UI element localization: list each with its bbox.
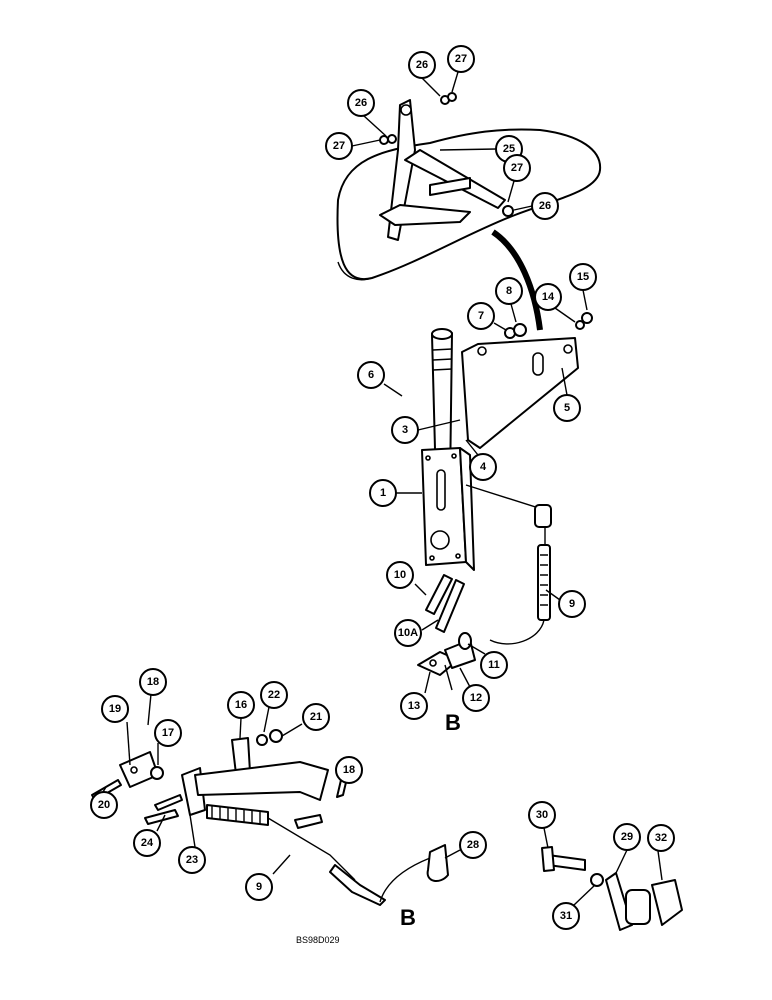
svg-text:20: 20 <box>98 799 110 811</box>
svg-text:8: 8 <box>506 285 512 297</box>
callout-10a: 10A <box>394 619 422 647</box>
svg-text:9: 9 <box>569 598 575 610</box>
callout-21: 21 <box>302 703 330 731</box>
callout-28: 28 <box>459 831 487 859</box>
callout-22: 22 <box>260 681 288 709</box>
callout-8: 8 <box>495 277 523 305</box>
svg-text:5: 5 <box>564 402 570 414</box>
bracket-5 <box>461 337 579 449</box>
svg-text:27: 27 <box>511 162 523 174</box>
ref-letter-lower: B <box>400 905 416 930</box>
callout-31: 31 <box>552 902 580 930</box>
svg-text:18: 18 <box>343 764 355 776</box>
leader-lines <box>99 71 663 906</box>
svg-text:27: 27 <box>455 53 467 65</box>
bolts-10 <box>425 574 465 633</box>
callout-26-c: 26 <box>531 192 559 220</box>
callout-11: 11 <box>480 651 508 679</box>
svg-text:10A: 10A <box>398 627 418 639</box>
callout-26-b: 26 <box>347 89 375 117</box>
svg-text:30: 30 <box>536 809 548 821</box>
svg-text:22: 22 <box>268 689 280 701</box>
svg-text:21: 21 <box>310 711 322 723</box>
callout-23: 23 <box>178 846 206 874</box>
svg-text:29: 29 <box>621 831 633 843</box>
svg-text:1: 1 <box>380 487 386 499</box>
svg-text:25: 25 <box>503 143 515 155</box>
svg-text:3: 3 <box>402 424 408 436</box>
callout-32: 32 <box>647 824 675 852</box>
callout-30: 30 <box>528 801 556 829</box>
small-parts-29-32 <box>541 846 683 931</box>
clevis-parts <box>417 632 476 691</box>
callout-6: 6 <box>357 361 385 389</box>
figure-code: BS98D029 <box>296 935 340 945</box>
svg-text:11: 11 <box>488 659 500 671</box>
callout-16: 16 <box>227 691 255 719</box>
svg-text:32: 32 <box>655 832 667 844</box>
svg-text:12: 12 <box>470 692 482 704</box>
svg-text:6: 6 <box>368 369 374 381</box>
callout-3: 3 <box>391 416 419 444</box>
svg-text:7: 7 <box>478 310 484 322</box>
nut-washer-pair <box>379 92 593 339</box>
plate-1 <box>421 447 475 571</box>
callout-17: 17 <box>154 719 182 747</box>
callout-5: 5 <box>553 394 581 422</box>
svg-text:16: 16 <box>235 699 247 711</box>
callout-15: 15 <box>569 263 597 291</box>
svg-text:14: 14 <box>542 291 555 303</box>
svg-text:4: 4 <box>480 461 487 473</box>
svg-text:31: 31 <box>560 910 572 922</box>
svg-text:27: 27 <box>333 140 345 152</box>
svg-text:17: 17 <box>162 727 174 739</box>
callout-29: 29 <box>613 823 641 851</box>
callout-18-b: 18 <box>335 756 363 784</box>
callout-10: 10 <box>386 561 414 589</box>
callout-27-c: 27 <box>503 154 531 182</box>
lower-linkage <box>91 729 449 906</box>
svg-text:10: 10 <box>394 569 406 581</box>
svg-text:26: 26 <box>539 200 551 212</box>
callout-25: 25 <box>495 135 523 163</box>
svg-text:19: 19 <box>109 703 121 715</box>
svg-text:18: 18 <box>147 676 159 688</box>
callout-18-a: 18 <box>139 668 167 696</box>
floor-panel <box>336 128 602 281</box>
callout-4: 4 <box>469 453 497 481</box>
callout-27-b: 27 <box>325 132 353 160</box>
callout-9-a: 9 <box>558 590 586 618</box>
ref-letter-upper: B <box>445 710 461 735</box>
svg-text:15: 15 <box>577 271 589 283</box>
callout-14: 14 <box>534 283 562 311</box>
callout-9-b: 9 <box>245 873 273 901</box>
callout-7: 7 <box>467 302 495 330</box>
svg-text:24: 24 <box>141 837 154 849</box>
callout-20: 20 <box>90 791 118 819</box>
svg-text:26: 26 <box>416 59 428 71</box>
svg-text:28: 28 <box>467 839 479 851</box>
callout-13: 13 <box>400 692 428 720</box>
lever-25 <box>379 99 506 241</box>
svg-text:9: 9 <box>256 881 262 893</box>
svg-text:13: 13 <box>408 700 420 712</box>
svg-text:26: 26 <box>355 97 367 109</box>
callout-19: 19 <box>101 695 129 723</box>
callout-27-a: 27 <box>447 45 475 73</box>
svg-text:23: 23 <box>186 854 198 866</box>
cable-upper-curve <box>491 229 543 331</box>
callout-1: 1 <box>369 479 397 507</box>
callout-12: 12 <box>462 684 490 712</box>
callout-24: 24 <box>133 829 161 857</box>
callout-26-a: 26 <box>408 51 436 79</box>
brake-cable-upper <box>465 484 552 645</box>
callouts: 26 27 26 27 25 27 26 15 8 14 7 6 5 3 4 1… <box>90 45 675 930</box>
